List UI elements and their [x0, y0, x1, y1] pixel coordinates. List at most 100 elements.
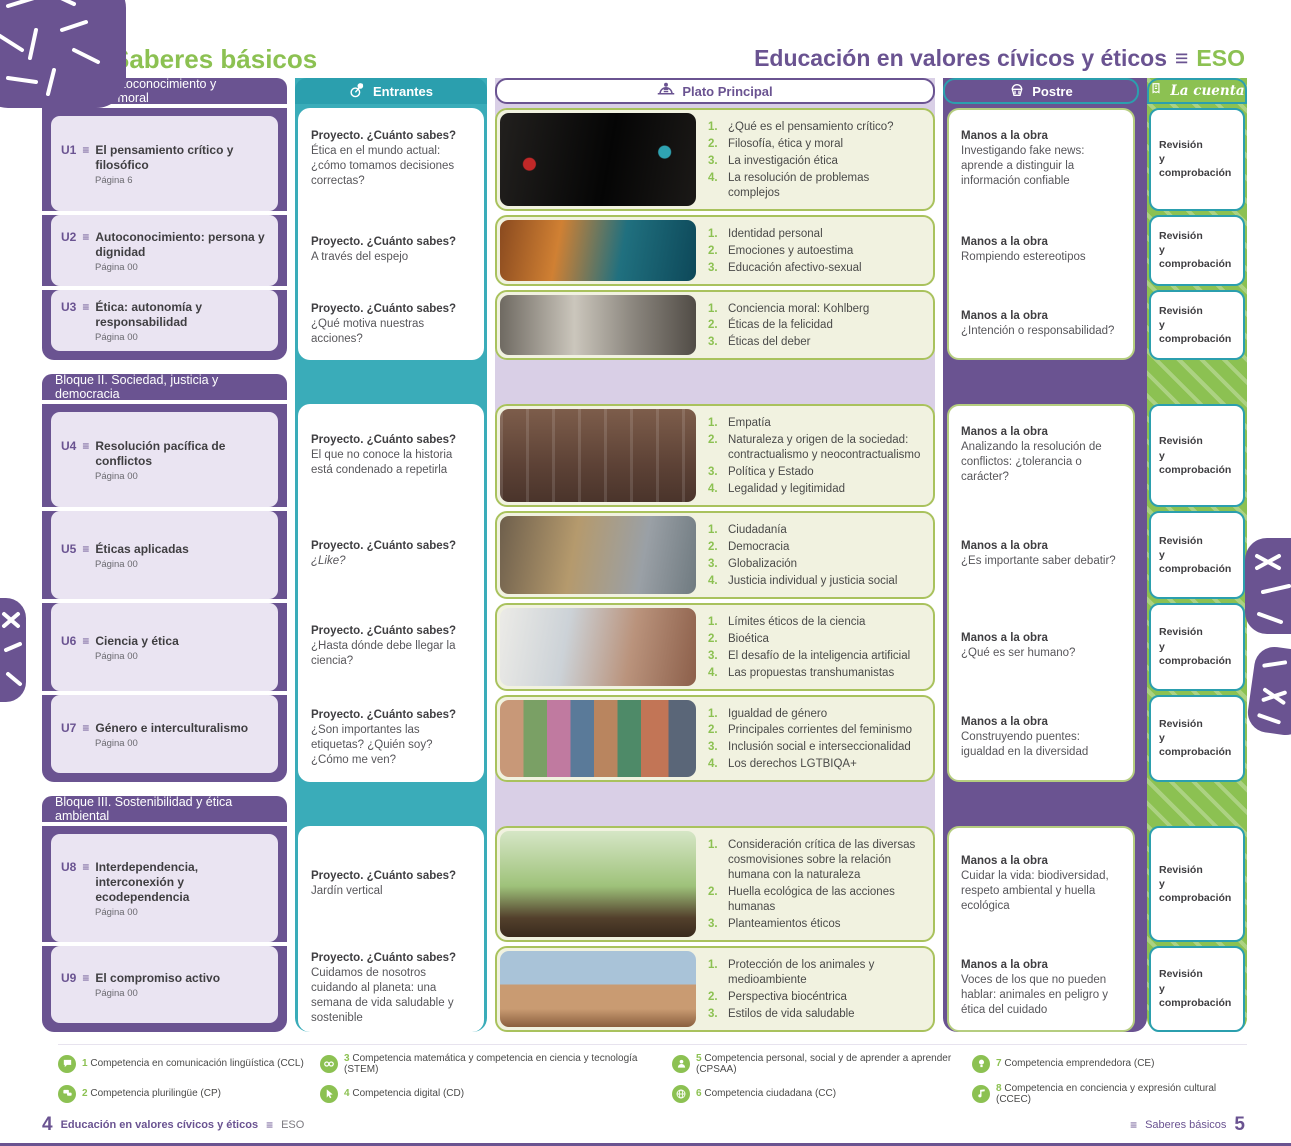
- proyecto-label: Proyecto. ¿Cuánto sabes?: [311, 624, 457, 637]
- proyecto-label: Proyecto. ¿Cuánto sabes?: [311, 302, 457, 315]
- plato-item: El desafío de la inteligencia artificial: [708, 649, 911, 664]
- legend-text: Competencia emprendedora (CE): [1004, 1058, 1155, 1070]
- receipt-in-hand-icon: [1149, 82, 1163, 100]
- comprobacion-label: y comprobación: [1159, 640, 1232, 667]
- proyecto-label: Proyecto. ¿Cuánto sabes?: [311, 433, 457, 446]
- hamburger-icon: ≡: [82, 299, 90, 314]
- unit-u8-sidebar: U8≡Interdependencia, interconexión y eco…: [42, 826, 287, 942]
- unit-page: Página 00: [95, 558, 138, 570]
- plato-item: Inclusión social e interseccionalidad: [708, 740, 911, 755]
- corner-doodle-top-left: [0, 0, 126, 108]
- corner-doodle-bottom-left: [0, 598, 26, 702]
- plato-item: La resolución de problemas complejos: [708, 171, 870, 199]
- plato-item: Empatía: [708, 416, 771, 431]
- unit-photo: [500, 219, 696, 281]
- hamburger-icon: ≡: [1175, 45, 1189, 71]
- postre-text: Construyendo puentes: igualdad en la div…: [961, 731, 1089, 759]
- comprobacion-label: y comprobación: [1159, 732, 1232, 759]
- cupcake-icon: [1009, 82, 1025, 101]
- entrantes-card-block2: [298, 404, 484, 783]
- postre-text: Cuidar la vida: biodiversidad, respeto a…: [961, 869, 1109, 912]
- legend-item-4: 4 Competencia digital (CD): [320, 1083, 672, 1105]
- cuenta-column-header: La cuenta: [1147, 78, 1247, 104]
- footer-right: ≡ Saberes básicos 5: [1130, 1114, 1245, 1136]
- plato-item: Huella ecológica de las acciones humanas: [708, 885, 895, 913]
- legend-number: 3: [344, 1052, 350, 1064]
- manos-label: Manos a la obra: [961, 235, 1048, 248]
- hamburger-icon: ≡: [82, 720, 90, 735]
- music-note-icon: [972, 1084, 990, 1103]
- hamburger-icon: ≡: [82, 971, 90, 986]
- plato-item: Igualdad de género: [708, 707, 828, 722]
- appetizer-plate-icon: [349, 81, 366, 101]
- legend-number: 1: [82, 1058, 88, 1070]
- entrante-text: Ética en el mundo actual: ¿cómo tomamos …: [311, 144, 455, 187]
- legend-number: 2: [82, 1088, 88, 1100]
- legend-text: Competencia matemática y competencia en …: [344, 1052, 638, 1075]
- legend-text: Competencia digital (CD): [352, 1088, 465, 1100]
- plato-item: Filosofía, ética y moral: [708, 137, 844, 152]
- plato-item: Globalización: [708, 557, 798, 572]
- legend-number: 6: [696, 1088, 702, 1100]
- unit-photo: [500, 699, 696, 778]
- unit-code: U1: [61, 142, 77, 157]
- entrantes-card-block1: [298, 108, 484, 361]
- plato-item: Las propuestas transhumanistas: [708, 666, 895, 681]
- plato-item: Naturaleza y origen de la sociedad: cont…: [708, 433, 921, 462]
- plato-item: Bioética: [708, 632, 769, 647]
- entrantes-column-header: Entrantes: [295, 78, 487, 104]
- unit-u7-entrante: Proyecto. ¿Cuánto sabes?¿Son importantes…: [295, 695, 487, 783]
- revision-label: Revisión: [1159, 968, 1203, 981]
- unit-u8-entrante: Proyecto. ¿Cuánto sabes?Jardín vertical: [295, 826, 487, 942]
- footer-subject: Educación en valores cívicos y éticos: [60, 1118, 259, 1131]
- unit-page: Página 00: [95, 650, 138, 662]
- unit-photo: [500, 950, 696, 1027]
- postre-text: ¿Qué es ser humano?: [961, 647, 1076, 660]
- postre-text: Voces de los que no pueden hablar: anima…: [961, 974, 1109, 1017]
- menu-board: Entrantes Plato Principal Postre La cuen…: [42, 77, 1247, 1032]
- legend-text: Competencia personal, social y de aprend…: [696, 1052, 952, 1075]
- infinity-icon: [320, 1054, 338, 1073]
- block-3: Bloque III. Sostenibilidad y ética ambie…: [42, 795, 1247, 1032]
- block-2-header: Bloque II. Sociedad, justicia y democrac…: [42, 373, 287, 401]
- postre-text: Analizando la resolución de conflictos: …: [961, 441, 1102, 484]
- unit-page: Página 00: [95, 331, 138, 343]
- revision-label: Revisión: [1159, 718, 1203, 731]
- unit-u8-plato: Consideración crítica de las diversas co…: [495, 826, 935, 942]
- comprobacion-label: y comprobación: [1159, 449, 1232, 476]
- legend-item-8: 8 Competencia en conciencia y expresión …: [972, 1083, 1247, 1105]
- hamburger-icon: ≡: [266, 1117, 274, 1132]
- plato-column-header: Plato Principal: [495, 78, 935, 104]
- plato-label: Plato Principal: [682, 83, 773, 99]
- plato-item: Emociones y autoestima: [708, 244, 854, 259]
- footer-level: ESO: [281, 1118, 305, 1131]
- revision-label: Revisión: [1159, 435, 1203, 448]
- plato-item: Conciencia moral: Kohlberg: [708, 302, 870, 317]
- subject-title: Educación en valores cívicos y éticos: [754, 45, 1167, 71]
- lightbulb-icon: [972, 1054, 990, 1073]
- entrante-text: ¿Hasta dónde debe llegar la ciencia?: [311, 639, 456, 667]
- footer-section: Saberes básicos: [1145, 1118, 1227, 1131]
- revision-label: Revisión: [1159, 139, 1203, 152]
- unit-photo: [500, 516, 696, 594]
- comprobacion-label: y comprobación: [1159, 244, 1232, 271]
- unit-title: El pensamiento crítico y filosófico: [95, 142, 234, 172]
- unit-page: Página 00: [95, 261, 138, 273]
- unit-u5-postre: Manos a la obra¿Es importante saber deba…: [943, 511, 1139, 599]
- unit-u3-entrante: Proyecto. ¿Cuánto sabes?¿Qué motiva nues…: [295, 290, 487, 361]
- footer-left: 4 Educación en valores cívicos y éticos …: [42, 1114, 304, 1136]
- revision-label: Revisión: [1159, 534, 1203, 547]
